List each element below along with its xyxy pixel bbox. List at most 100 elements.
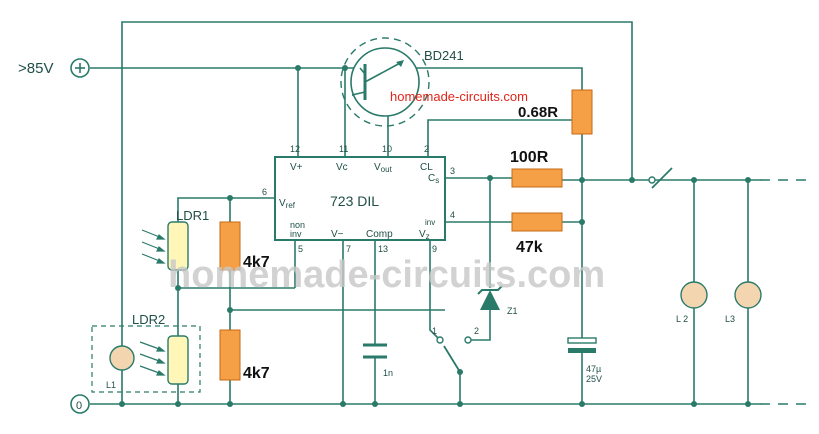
resistor-4k7-top: 4k7: [219, 221, 270, 271]
ic-pin-number: 4: [450, 210, 455, 220]
ldr1: LDR1: [141, 208, 209, 271]
resistor-label: 4k7: [243, 254, 270, 271]
junction-dot: [340, 401, 346, 407]
selector-switch: 1 2: [432, 326, 479, 375]
ldr-label: LDR1: [176, 208, 209, 223]
junction-dot: [745, 401, 751, 407]
wire-emitter: [415, 67, 583, 90]
ic-pin-number: 7: [346, 244, 351, 254]
ic-pin-label-comp: Comp: [366, 229, 393, 240]
wire-zener-bottom: [468, 310, 491, 341]
junction-dot: [579, 177, 585, 183]
resistor-label: 100R: [510, 149, 549, 166]
capacitor-1n: 1n: [363, 343, 393, 378]
junction-dot: [227, 195, 233, 201]
capacitor-plate: [567, 337, 597, 344]
junction-dot: [295, 65, 301, 71]
ic-pin-label-vout: Vout: [374, 162, 393, 174]
transistor-base-lead: [351, 91, 366, 96]
ic-pin-label-noninv: non: [290, 220, 305, 230]
ic-pin-number: 9: [432, 244, 437, 254]
junction-dot: [629, 177, 635, 183]
transistor-collector-lead: [359, 67, 366, 75]
junction-dot: [119, 401, 125, 407]
optocoupler-enclosure: [91, 325, 201, 393]
junction-dot: [579, 401, 585, 407]
junction-dot: [372, 401, 378, 407]
supply-positive-label: >85V: [18, 60, 53, 77]
ic-pin-number: 13: [378, 244, 388, 254]
ic-pin-label-cl: CL: [420, 162, 433, 173]
switch-lever: [443, 345, 461, 373]
ic-pin-label-vplus: V+: [290, 162, 303, 173]
switch-lever: [651, 167, 673, 189]
capacitor-plate: [568, 348, 596, 353]
transistor-arrow-icon: [396, 60, 404, 67]
light-arrows-icon: [139, 341, 166, 376]
junction-dot: [691, 401, 697, 407]
junction-dot: [457, 401, 463, 407]
resistor-body: [571, 89, 593, 135]
supply-ground-label: 0: [76, 400, 82, 412]
switch-contact: [436, 336, 444, 344]
ic-pin-label-vminus: V−: [331, 229, 344, 240]
resistor-label: 4k7: [243, 365, 270, 382]
ic-pin-number: 12: [290, 144, 300, 154]
zener-triangle-icon: [480, 290, 500, 310]
lamp-label: L1: [106, 380, 116, 390]
lamp-l2: L 2: [676, 281, 708, 324]
ldr-label: LDR2: [132, 312, 165, 327]
junction-dot: [745, 177, 751, 183]
wire-pin2: [427, 119, 582, 157]
lamp-l3: L3: [725, 281, 762, 324]
zener-z1: Z1: [477, 285, 518, 316]
resistor-body: [511, 212, 563, 232]
ic-pin-label-vz: Vz: [419, 229, 430, 241]
transistor-bd241: BD241: [340, 37, 464, 127]
watermark-large: homemade-circuits.com: [168, 254, 605, 296]
junction-dot: [227, 401, 233, 407]
ic-pin-number: 10: [382, 144, 392, 154]
resistor-100r: 100R: [510, 149, 563, 188]
ic-723: 723 DIL 12 11 10 2 6 3 4 5 7 13 9 V+ Vc …: [262, 144, 455, 254]
lamp-bulb-icon: [734, 281, 762, 309]
resistor-body: [219, 329, 241, 381]
ic-pin-number: 11: [339, 144, 348, 154]
wire-vref: [177, 197, 275, 222]
junction-dot: [487, 175, 493, 181]
capacitor-label: 47µ: [586, 364, 601, 374]
lamp-label: L3: [725, 314, 735, 324]
capacitor-47u: 47µ 25V: [567, 337, 602, 384]
lamp-bulb-icon: [109, 345, 135, 371]
watermark-small: homemade-circuits.com: [390, 89, 528, 104]
switch-contact: [464, 336, 472, 344]
transistor-emitter-lead: [364, 61, 403, 83]
ic-pin-number: 5: [298, 244, 303, 254]
ic-pin-label-vc: Vc: [336, 162, 348, 173]
ic-pin-label-cs: Cs: [428, 173, 439, 185]
transistor-body: [350, 47, 420, 117]
ic-pin-label-inv: inv: [425, 218, 435, 227]
lamp-label: L 2: [676, 314, 688, 324]
wiring: [90, 21, 812, 405]
transistor-label: BD241: [424, 48, 464, 63]
ic-pin-number: 3: [450, 166, 455, 176]
output-switch: [648, 167, 673, 189]
zener-bar-icon: [477, 285, 503, 295]
junction-dot: [227, 307, 233, 313]
capacitor-label: 1n: [383, 368, 393, 378]
light-arrows-icon: [141, 229, 166, 264]
switch-position-label: 1: [432, 326, 437, 336]
switch-position-label: 2: [474, 326, 479, 336]
ic-pin-number: 6: [262, 187, 267, 197]
ic-body: [274, 156, 446, 241]
resistor-label: 47k: [516, 239, 543, 256]
lamp-bulb-icon: [680, 281, 708, 309]
resistor-label: 0.68R: [518, 104, 558, 121]
switch-contact: [648, 176, 656, 184]
ic-pin-label-noninv: inv: [290, 229, 302, 239]
ic-pin-label-vref: Vref: [279, 198, 296, 210]
resistor-body: [219, 221, 241, 271]
